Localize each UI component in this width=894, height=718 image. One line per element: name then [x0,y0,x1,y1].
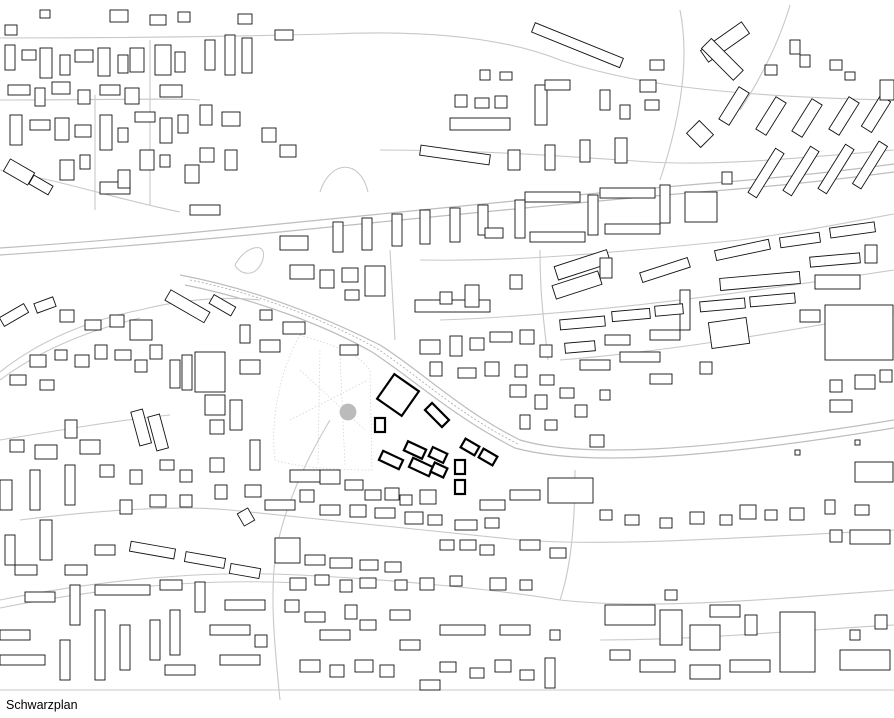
plan-caption: Schwarzplan [6,698,78,712]
building-footprints [0,9,894,691]
park-area [273,334,373,471]
road-network [0,4,894,701]
